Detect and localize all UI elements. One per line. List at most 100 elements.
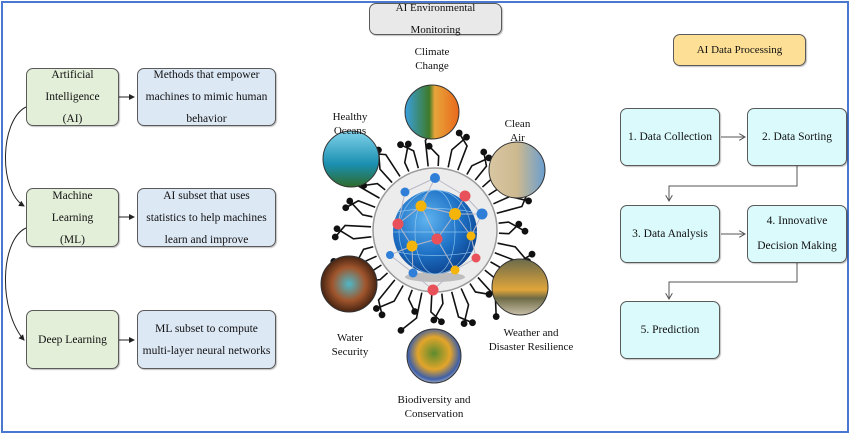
circuit-node <box>521 227 529 235</box>
circuit-node <box>460 320 468 327</box>
circuit-trace <box>460 288 470 324</box>
circuit-node <box>463 133 470 141</box>
network-node <box>466 231 476 241</box>
step-box-3: 3. Data Analysis <box>620 205 720 263</box>
circuit-trace <box>430 293 442 323</box>
network-link <box>420 205 438 240</box>
circuit-trace <box>498 221 526 232</box>
concept-box-dl: Deep Learning <box>26 310 119 369</box>
circuit-trace <box>433 293 444 321</box>
network-node <box>449 208 461 220</box>
right-title-text: AI Data Processing <box>696 44 783 56</box>
circuit-node <box>438 318 445 326</box>
topic-label-air: Clean Air <box>504 118 531 144</box>
circuit-trace <box>497 242 529 263</box>
circuit-trace <box>400 292 423 332</box>
circuit-trace <box>363 182 386 191</box>
step-label: 1. Data Collection <box>628 130 712 143</box>
circuit-node <box>425 142 433 150</box>
description-label: Methods that empower machines to mimic h… <box>145 69 268 125</box>
step-box-2: 2. Data Sorting <box>747 108 847 166</box>
description-label: AI subset that uses statistics to help m… <box>146 189 267 246</box>
circuit-trace <box>496 192 529 215</box>
circuit-trace <box>447 136 468 168</box>
circuit-node <box>485 290 493 298</box>
step-label: 2. Data Sorting <box>762 130 832 143</box>
circuit-trace <box>469 283 490 296</box>
clean-air-image <box>488 141 546 199</box>
circuit-trace <box>400 143 420 169</box>
topic-label-biodiversity: Biodiversity and Conservation <box>397 394 471 420</box>
circuit-trace <box>428 145 440 167</box>
network-node <box>392 218 404 230</box>
circuit-node <box>404 140 412 148</box>
hub-globe <box>372 167 498 296</box>
circuit-node <box>455 129 463 137</box>
circuit-trace <box>345 199 376 209</box>
topic-label-water: Water Security <box>331 332 369 358</box>
circuit-node <box>515 220 523 228</box>
circuit-trace <box>450 291 473 324</box>
biodiversity-image <box>406 328 462 384</box>
circuit-node <box>331 233 339 241</box>
circuit-node <box>469 319 476 327</box>
ocean-image <box>322 130 380 188</box>
topic-images <box>320 84 549 384</box>
circuit-node <box>430 316 438 324</box>
circuit-node <box>342 204 350 212</box>
step-label: 4. Innovative Decision Making <box>757 215 837 252</box>
circuit-node <box>372 305 380 312</box>
circuit-trace <box>474 151 488 181</box>
weather-image <box>491 258 549 316</box>
circuit-trace <box>377 279 396 315</box>
concept-label: Machine Learning (ML) <box>51 189 94 246</box>
network-link <box>434 177 466 197</box>
circuit-node <box>525 197 532 205</box>
step-label: 3. Data Analysis <box>632 227 708 240</box>
network-node <box>400 187 410 197</box>
step-label: 5. Prediction <box>640 323 700 336</box>
circuit-node <box>378 311 386 319</box>
right-arrows <box>669 137 798 299</box>
network-node <box>386 251 394 259</box>
description-label: ML subset to compute multi-layer neural … <box>142 322 271 357</box>
circuit-trace <box>457 132 468 171</box>
network-link <box>436 238 456 271</box>
circuit-node <box>492 313 500 320</box>
network-node <box>406 240 418 252</box>
network-node <box>476 208 488 220</box>
circuit-trace <box>336 228 372 240</box>
network-node <box>450 265 460 275</box>
concept-box-ai: Artificial Intelligence (AI) <box>26 68 119 126</box>
center-title-text: AI Environmental Monitoring <box>395 2 476 36</box>
network-link <box>389 254 414 274</box>
climate-change-image <box>404 84 460 140</box>
circuit-node <box>333 225 341 233</box>
circuit-node <box>528 250 536 258</box>
concept-box-ml: Machine Learning (ML) <box>26 188 119 247</box>
circuit-node <box>480 148 488 156</box>
description-box-ai: Methods that empower machines to mimic h… <box>137 68 276 126</box>
network-node <box>459 190 471 202</box>
circuit-trace <box>376 285 404 310</box>
network-node <box>431 233 443 245</box>
network-node <box>427 284 439 296</box>
network-node <box>430 173 440 183</box>
center-title: AI Environmental Monitoring <box>369 2 502 36</box>
concept-label: Artificial Intelligence (AI) <box>45 69 100 125</box>
topic-label-climate: Climate Change <box>414 46 450 72</box>
circuit-trace <box>403 143 410 172</box>
left-arrows <box>5 94 135 343</box>
circuit-node <box>411 308 419 315</box>
circuit-trace <box>334 224 372 238</box>
circuit-trace <box>498 223 520 235</box>
circuit-trace <box>466 157 490 175</box>
topic-label-weather: Weather and Disaster Resilience <box>488 327 574 353</box>
network-node <box>408 268 418 278</box>
step-box-4: 4. Innovative Decision Making <box>747 205 847 263</box>
topic-label-oceans: Healthy Oceans <box>332 111 368 137</box>
circuit-node <box>346 197 354 205</box>
network-node <box>471 253 481 263</box>
